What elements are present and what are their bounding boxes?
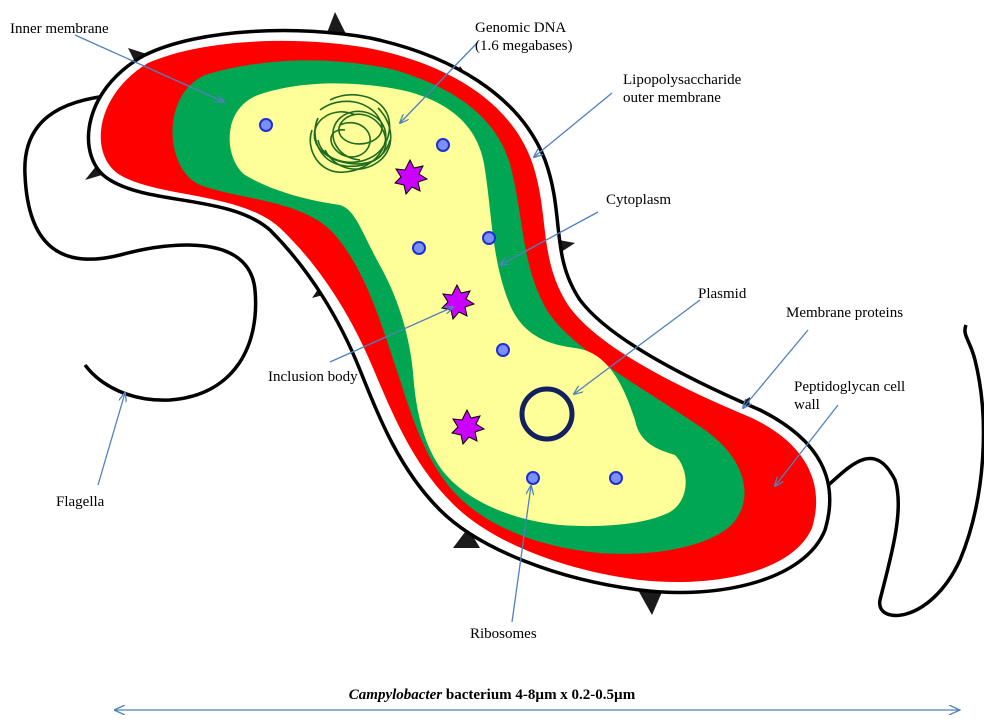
- label-genomic-dna-line1: Genomic DNA: [475, 19, 572, 37]
- ribosome: [483, 232, 495, 244]
- label-membrane-proteins: Membrane proteins: [786, 304, 903, 322]
- label-lps-line1: Lipopolysaccharide: [623, 71, 741, 89]
- label-cytoplasm: Cytoplasm: [606, 191, 671, 209]
- label-peptidoglycan-line1: Peptidoglycan cell: [794, 378, 905, 396]
- label-lps: Lipopolysaccharide outer membrane: [623, 71, 741, 107]
- flagellum-right: [810, 325, 983, 615]
- ribosome: [437, 139, 449, 151]
- ribosome: [413, 242, 425, 254]
- ribosome: [260, 119, 272, 131]
- label-peptidoglycan-line2: wall: [794, 396, 905, 414]
- label-lps-line2: outer membrane: [623, 89, 741, 107]
- ribosome: [610, 472, 622, 484]
- caption-rest: bacterium 4-8µm x 0.2-0.5µm: [442, 687, 635, 703]
- label-inner-membrane: Inner membrane: [10, 20, 109, 38]
- label-plasmid: Plasmid: [698, 285, 746, 303]
- ribosome: [497, 344, 509, 356]
- arrow-flagella: [98, 393, 125, 485]
- label-inclusion-body: Inclusion body: [268, 368, 358, 386]
- label-ribosomes: Ribosomes: [470, 625, 537, 643]
- label-flagella: Flagella: [56, 493, 104, 511]
- label-peptidoglycan: Peptidoglycan cell wall: [794, 378, 905, 414]
- label-genomic-dna-line2: (1.6 megabases): [475, 37, 572, 55]
- caption-genus: Campylobacter: [349, 687, 442, 703]
- label-genomic-dna: Genomic DNA (1.6 megabases): [475, 19, 572, 55]
- scale-caption: Campylobacter bacterium 4-8µm x 0.2-0.5µ…: [0, 687, 984, 704]
- ribosome: [527, 472, 539, 484]
- arrow-lps: [534, 93, 612, 157]
